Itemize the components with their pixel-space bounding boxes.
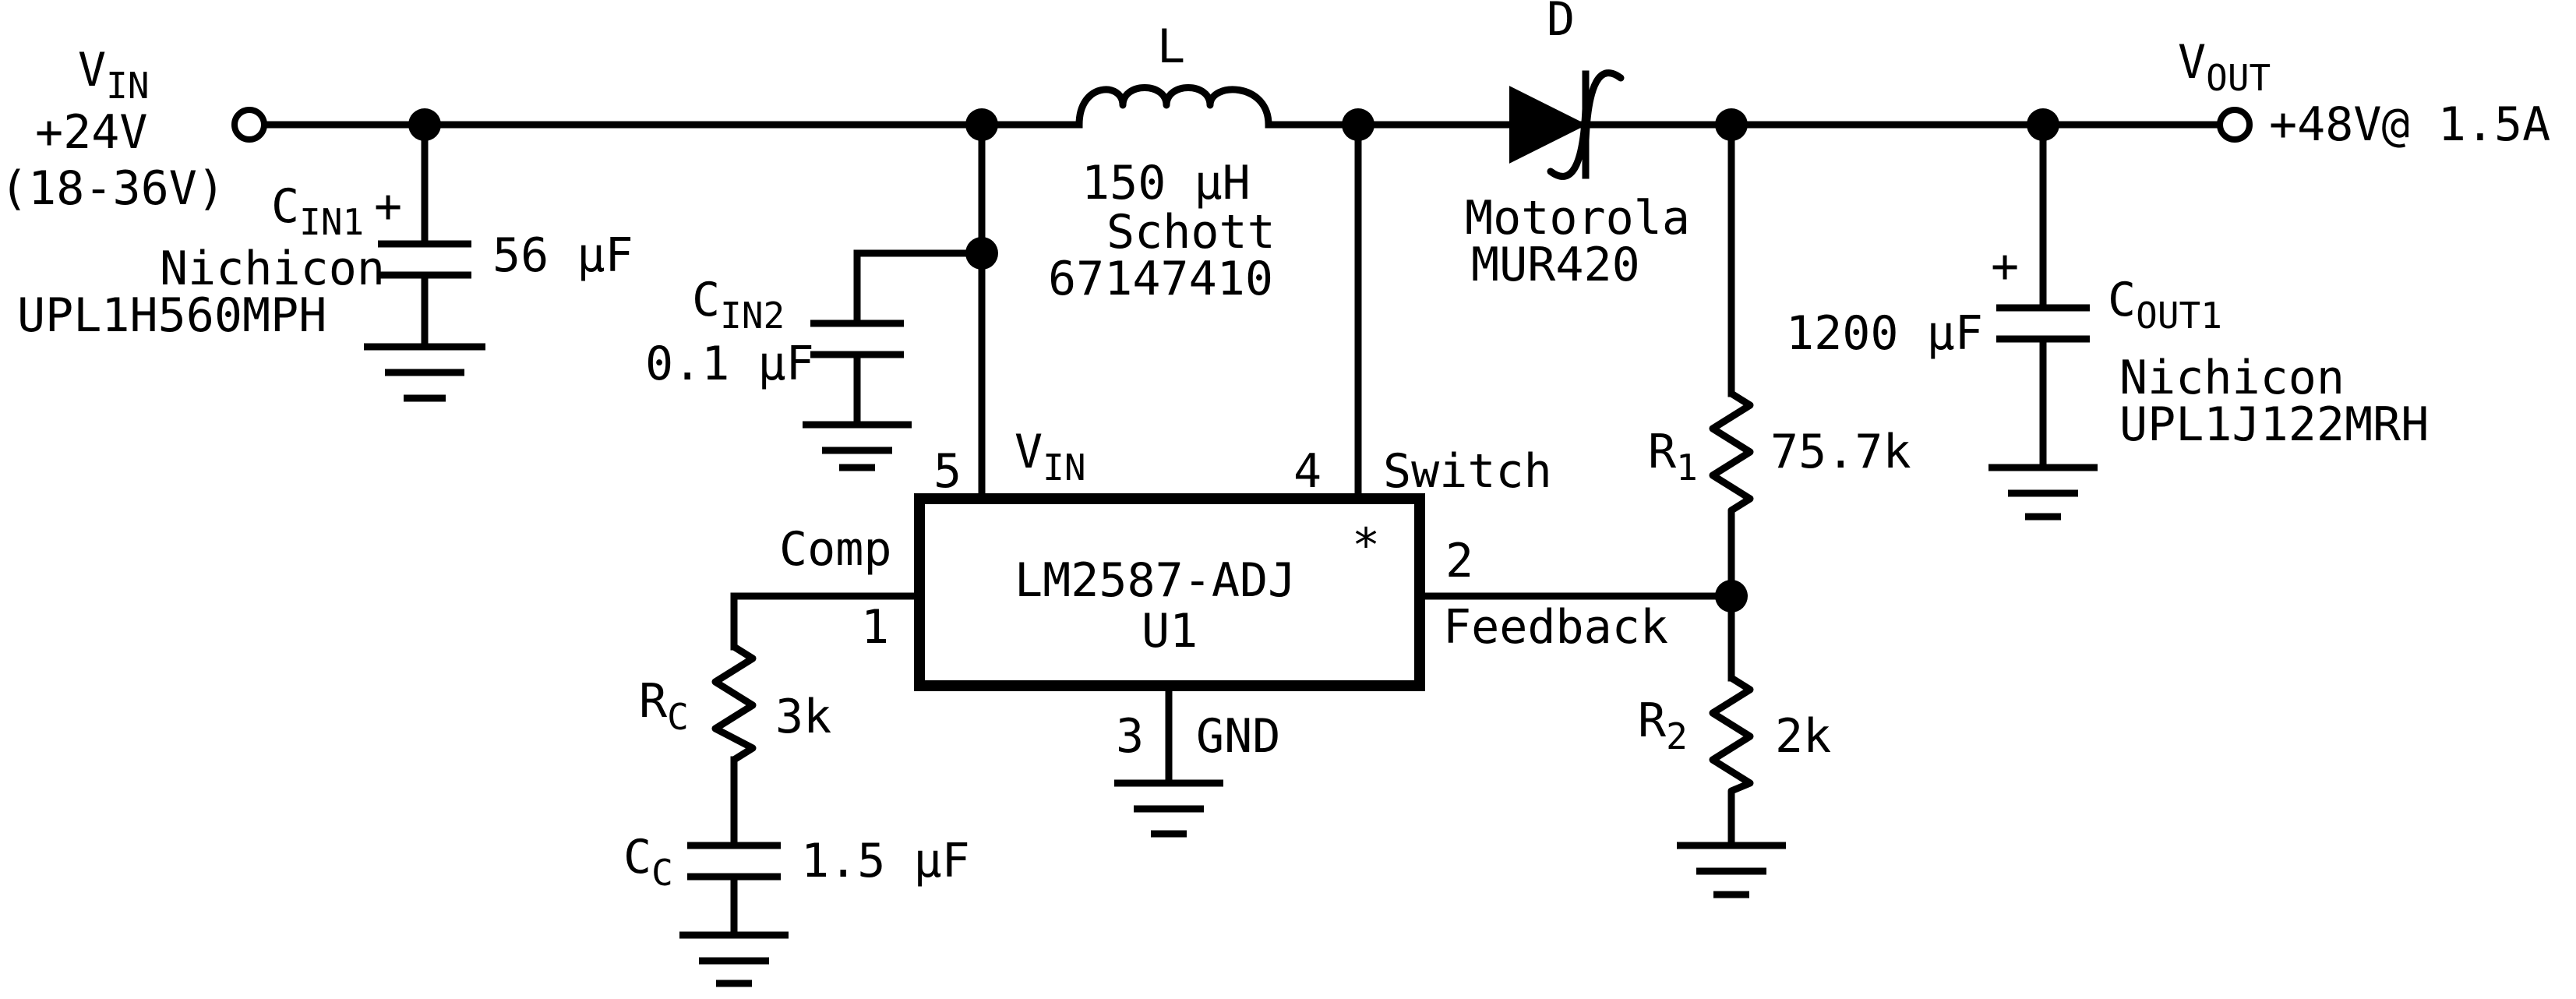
pin2-label: Feedback <box>1443 600 1668 655</box>
rc-value: 3k <box>775 690 831 744</box>
cc-value: 1.5 μF <box>801 834 970 888</box>
pin3-label: GND <box>1196 709 1280 764</box>
diode-part: MUR420 <box>1471 238 1640 292</box>
r1-value: 75.7k <box>1770 425 1911 479</box>
junction-dot <box>1715 108 1748 141</box>
cout1-maker: Nichicon <box>2119 351 2345 405</box>
cin1-value: 56 μF <box>492 228 633 283</box>
vin-terminal <box>231 107 267 143</box>
r2-value: 2k <box>1775 709 1831 764</box>
pin2-number: 2 <box>1445 534 1473 588</box>
vout-label: VOUT <box>2178 35 2271 99</box>
vout-rating: +48V@ 1.5A <box>2269 97 2550 152</box>
cout1-capacitor-symbol <box>1996 304 2090 343</box>
vin-voltage: +24V <box>35 105 148 160</box>
junction-dot <box>965 237 998 270</box>
junction-dot <box>408 108 441 141</box>
pin1-number: 1 <box>861 600 889 655</box>
ic-body <box>914 493 1425 691</box>
cin1-label: CIN1 <box>271 179 364 243</box>
inductor-value: 150 μH <box>1082 156 1251 210</box>
ic-ref: U1 <box>1142 604 1198 658</box>
rc-resistor-symbol <box>711 643 757 764</box>
cout1-part: UPL1J122MRH <box>2119 397 2429 452</box>
junction-dot <box>1715 580 1748 612</box>
cout1-label: COUT1 <box>2108 273 2222 337</box>
cc-capacitor-symbol <box>687 842 781 881</box>
cout1-value: 1200 μF <box>1786 306 1983 361</box>
r2-label: R2 <box>1638 694 1688 757</box>
ic-part-number: LM2587-ADJ <box>1015 553 1296 608</box>
ground-symbol-cout1 <box>1988 464 2098 521</box>
junction-dot <box>965 108 998 141</box>
vin-range: (18-36V) <box>0 161 225 216</box>
schottky-diode-symbol <box>1509 69 1636 180</box>
inductor-symbol <box>1075 84 1272 129</box>
vin-label: VIN <box>78 43 150 107</box>
cout1-polarity: + <box>1991 239 2019 294</box>
cin1-part: UPL1H560MPH <box>17 288 326 343</box>
ground-symbol-cin2 <box>803 421 912 471</box>
cin1-capacitor-symbol <box>378 240 471 279</box>
pin3-number: 3 <box>1116 709 1144 764</box>
r2-resistor-symbol <box>1709 674 1754 803</box>
inductor-name: L <box>1157 19 1185 74</box>
pin4-label: Switch <box>1383 444 1552 499</box>
rc-label: RC <box>639 674 689 738</box>
pin5-number: 5 <box>933 444 962 499</box>
ground-symbol-ic <box>1114 779 1223 838</box>
vout-terminal <box>2217 107 2253 143</box>
junction-dot <box>2027 108 2059 141</box>
cin2-label: CIN2 <box>692 273 785 337</box>
ic-asterisk: * <box>1352 518 1380 573</box>
pin4-number: 4 <box>1293 444 1322 499</box>
ground-symbol-cin1 <box>364 343 485 402</box>
r1-label: R1 <box>1648 425 1698 489</box>
inductor-part: 67147410 <box>1048 252 1273 306</box>
r1-resistor-symbol <box>1709 390 1754 524</box>
cc-label: CC <box>623 830 673 894</box>
pin1-comp-label: Comp <box>779 522 892 577</box>
junction-dot <box>1342 108 1374 141</box>
inductor-maker: Schott <box>1106 205 1276 259</box>
pin5-label: VIN <box>1015 425 1086 489</box>
ground-symbol-cc <box>679 931 789 987</box>
diode-name: D <box>1547 0 1575 47</box>
cin2-capacitor-symbol <box>810 319 904 358</box>
cin1-maker: Nichicon <box>160 242 385 296</box>
ground-symbol-r2 <box>1677 842 1786 898</box>
diode-maker: Motorola <box>1465 191 1690 245</box>
cin1-polarity: + <box>374 179 402 234</box>
cin2-value: 0.1 μF <box>645 337 814 391</box>
junction-dots <box>408 108 2059 612</box>
